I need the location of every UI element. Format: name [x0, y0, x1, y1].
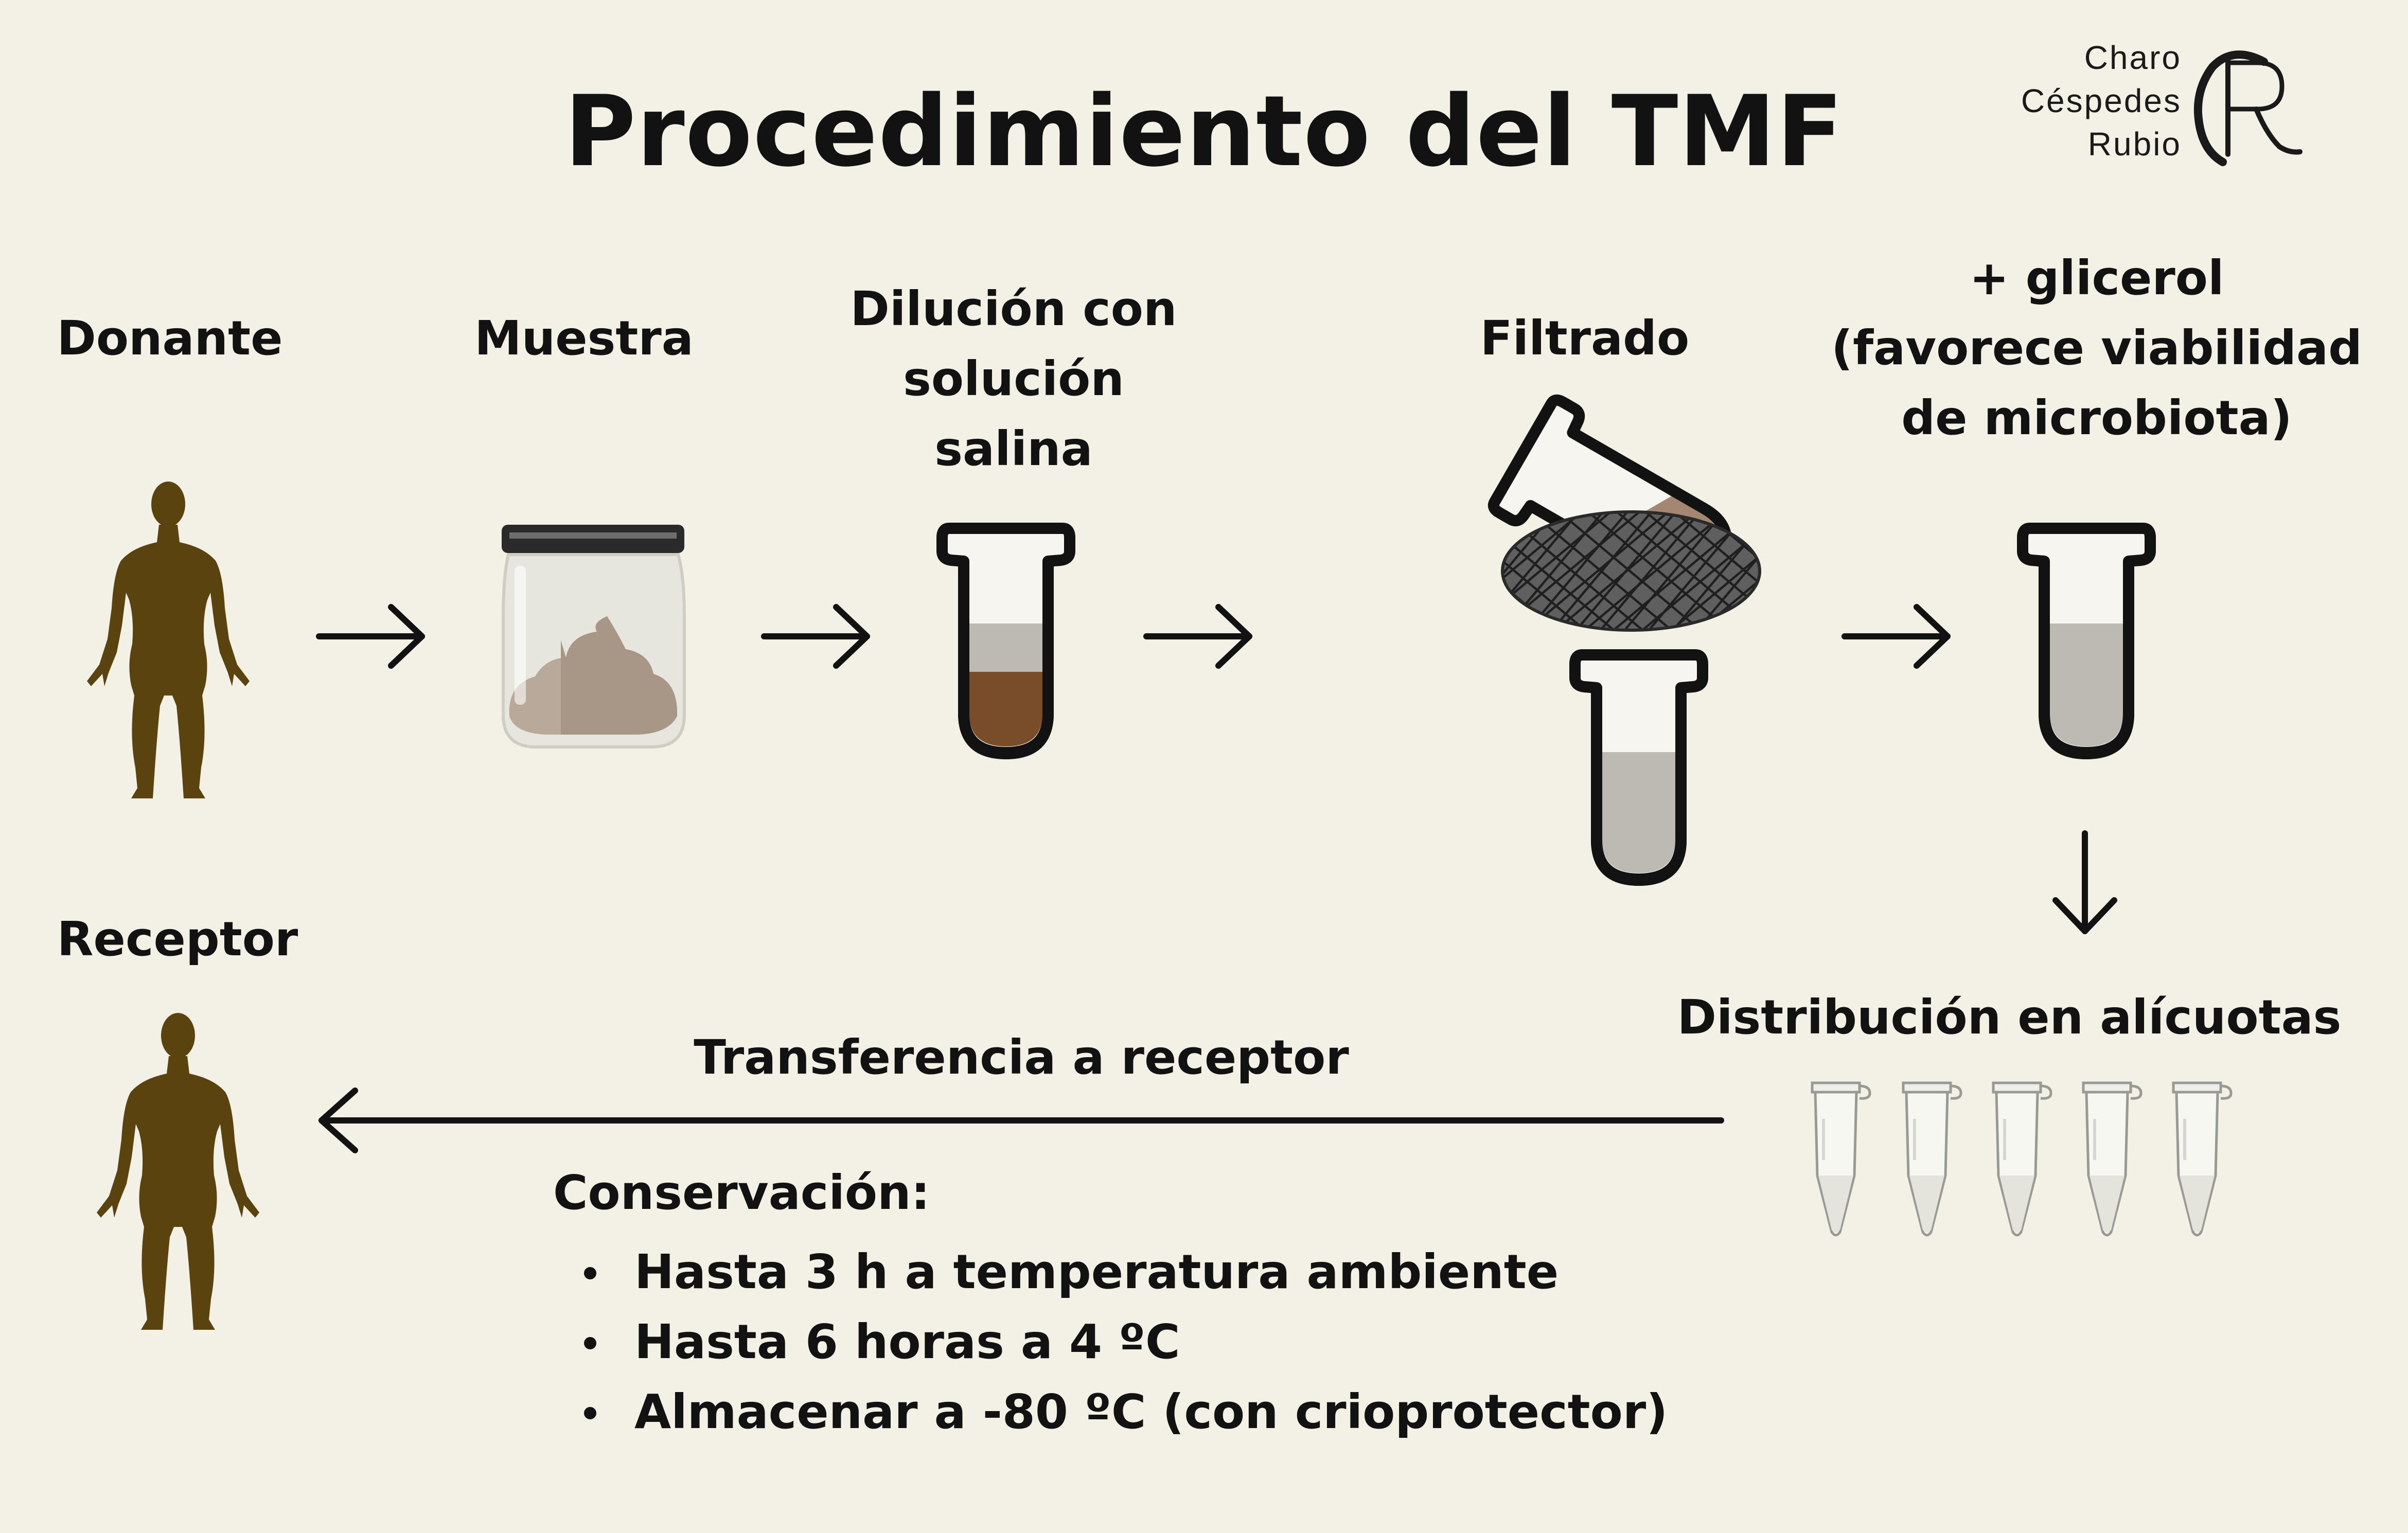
- label-line: (favorece viabilidad: [1831, 320, 2362, 376]
- label-line: de microbiota): [1901, 390, 2292, 445]
- conservation-list: Hasta 3 h a temperatura ambiente Hasta 6…: [553, 1237, 1668, 1447]
- step-label-dilution: Dilución con solución salina: [803, 274, 1225, 484]
- microtube-icon: [1993, 1083, 2051, 1235]
- donor-silhouette-icon: [87, 482, 250, 798]
- microtube-icon: [2173, 1083, 2231, 1235]
- filtered-tube-icon: [1575, 655, 1703, 880]
- arrow-icon: [316, 604, 425, 669]
- brand-line: Rubio: [2087, 126, 2182, 163]
- arrow-down-icon: [2052, 830, 2117, 934]
- microtube-icon: [2083, 1083, 2141, 1235]
- sample-jar-icon: [502, 525, 686, 748]
- page-title: Procedimiento del TMF: [564, 75, 1844, 188]
- bullet-icon: [584, 1337, 596, 1349]
- bullet-icon: [584, 1407, 596, 1419]
- step-label-sample: Muestra: [474, 311, 694, 366]
- list-item-text: Hasta 3 h a temperatura ambiente: [634, 1244, 1559, 1299]
- mesh-filter-icon: [1501, 510, 1761, 632]
- list-item: Almacenar a -80 ºC (con crioprotector): [553, 1377, 1668, 1447]
- list-item-text: Almacenar a -80 ºC (con crioprotector): [634, 1384, 1668, 1439]
- step-label-filtering: Filtrado: [1480, 311, 1690, 366]
- step-label-recipient: Receptor: [57, 912, 298, 967]
- label-line: salina: [934, 421, 1093, 476]
- arrow-icon: [1143, 604, 1252, 669]
- arrow-left-icon: [318, 1088, 1724, 1153]
- brand-line: Céspedes: [2021, 82, 2182, 119]
- recipient-silhouette-icon: [97, 1013, 259, 1330]
- microtube-icon: [1812, 1083, 1870, 1235]
- arrow-icon: [1842, 604, 1951, 669]
- step-label-donor: Donante: [57, 311, 283, 366]
- brand-line: Charo: [2084, 39, 2182, 76]
- step-label-transfer: Transferencia a receptor: [694, 1030, 1349, 1085]
- brand-name: Charo Céspedes Rubio: [1960, 36, 2182, 166]
- step-label-aliquots: Distribución en alícuotas: [1677, 990, 2342, 1045]
- bullet-icon: [584, 1267, 596, 1279]
- aliquot-microtubes: [1812, 1083, 2231, 1235]
- step-label-glycerol: + glicerol (favorece viabilidad de micro…: [1806, 243, 2387, 453]
- conservation-title: Conservación:: [553, 1165, 930, 1220]
- list-item: Hasta 3 h a temperatura ambiente: [553, 1237, 1668, 1307]
- label-line: + glicerol: [1969, 251, 2224, 306]
- microtube-icon: [1903, 1083, 1961, 1235]
- glycerol-tube-icon: [2023, 528, 2150, 754]
- dilution-tube-icon: [942, 528, 1070, 754]
- list-item-text: Hasta 6 horas a 4 ºC: [634, 1314, 1180, 1369]
- label-line: Dilución con: [850, 281, 1177, 336]
- list-item: Hasta 6 horas a 4 ºC: [553, 1307, 1668, 1377]
- arrow-icon: [761, 604, 870, 669]
- label-line: solución: [903, 351, 1124, 406]
- brand-monogram-logo: [2193, 50, 2303, 166]
